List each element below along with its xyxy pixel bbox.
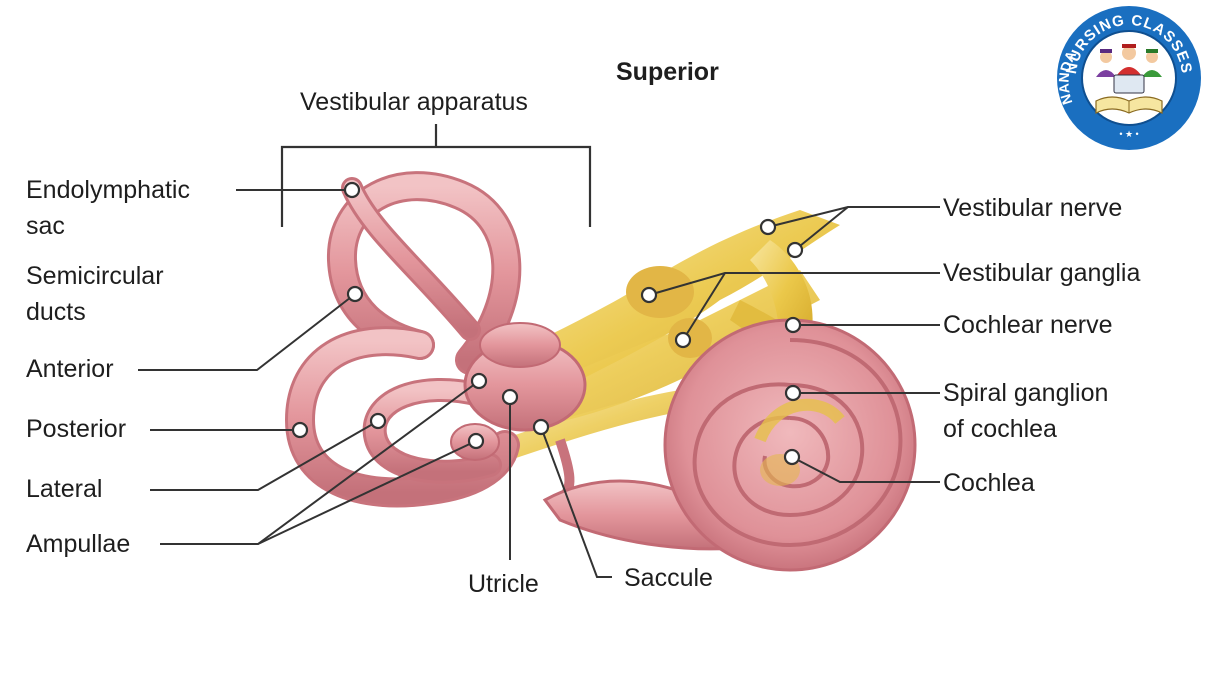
semicircular-ducts-line-2: ducts: [26, 298, 86, 326]
endolymphatic-sac-line-2: sac: [26, 212, 65, 240]
dot-ampulla-1: [470, 372, 488, 390]
cochlear-nerve-label: Cochlear nerve: [943, 311, 1113, 339]
vestibular-apparatus-label: Vestibular apparatus: [300, 88, 528, 116]
dot-utricle: [501, 388, 519, 406]
saccule-label: Saccule: [624, 564, 713, 592]
semicircular-ducts-line-1: Semicircular: [26, 262, 164, 290]
nanda-nursing-classes-logo: NURSING CLASSES NANDA • ★ •: [1056, 6, 1201, 150]
posterior-label: Posterior: [26, 415, 127, 443]
utricle-label: Utricle: [468, 570, 539, 598]
vestibular-ganglia-label: Vestibular ganglia: [943, 259, 1141, 287]
dot-endolymphatic-sac: [343, 181, 361, 199]
semicircular-ducts: [284, 171, 522, 508]
dot-vestibular-nerve-2: [786, 241, 804, 259]
dot-vestibular-ganglia-2: [674, 331, 692, 349]
dot-cochlea: [783, 448, 801, 466]
dot-lateral: [369, 412, 387, 430]
leader-lines: [138, 189, 940, 578]
dot-cochlear-nerve: [784, 316, 802, 334]
spiral-ganglion-line-1: Spiral ganglion: [943, 379, 1109, 407]
lateral-label: Lateral: [26, 475, 103, 503]
logo-people-icon: [1096, 44, 1162, 77]
cochlea-label: Cochlea: [943, 469, 1035, 497]
logo-book-icon: [1095, 96, 1163, 114]
anterior-label: Anterior: [26, 355, 114, 383]
spiral-ganglion-line-2: of cochlea: [943, 415, 1057, 443]
endolymphatic-sac-line-1: Endolymphatic: [26, 176, 190, 204]
dot-ampulla-2: [467, 432, 485, 450]
ampullae-label: Ampullae: [26, 530, 131, 558]
logo-laptop-icon: [1113, 74, 1145, 94]
endolymphatic-sac-label: Endolymphatic sac: [26, 172, 190, 244]
dot-anterior: [346, 285, 364, 303]
vestibular-nerve-label: Vestibular nerve: [943, 194, 1123, 222]
cochlea-shape: [542, 318, 917, 572]
dot-spiral-ganglion: [784, 384, 802, 402]
semicircular-ducts-label: Semicircular ducts: [26, 258, 164, 330]
vestibular-apparatus-bracket: [280, 124, 592, 227]
dot-vestibular-ganglia-1: [640, 286, 658, 304]
pointer-dots: [291, 181, 804, 466]
dot-posterior: [291, 421, 309, 439]
dot-vestibular-nerve-1: [759, 218, 777, 236]
dot-saccule: [532, 418, 550, 436]
logo-stars-icon: • ★ •: [1119, 129, 1138, 139]
spiral-ganglion-label: Spiral ganglion of cochlea: [943, 375, 1108, 447]
diagram-title: Superior: [616, 58, 719, 86]
